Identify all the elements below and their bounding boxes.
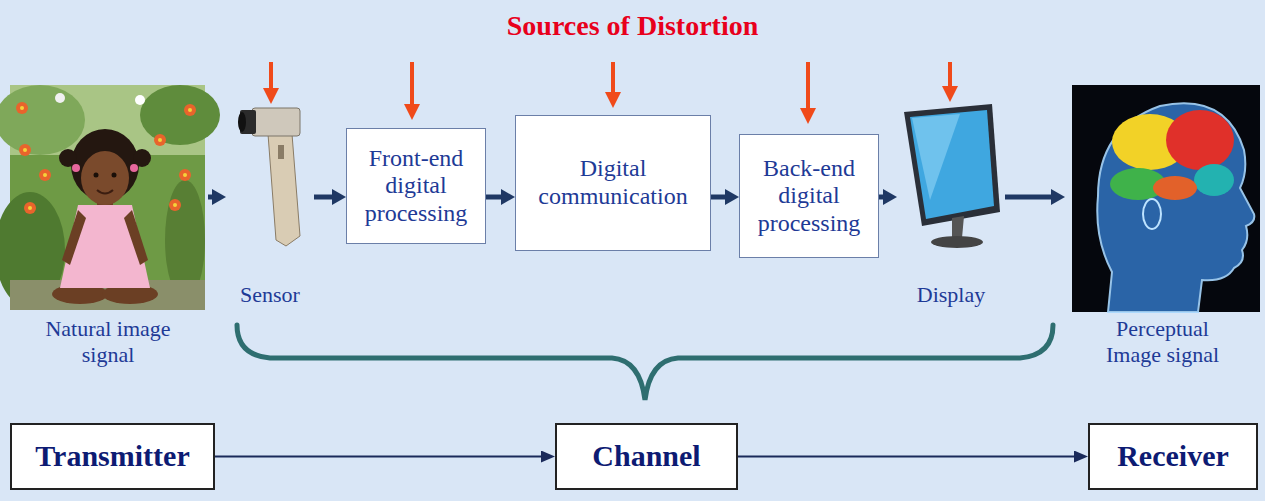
flower [154,134,166,146]
flower [158,138,162,142]
camera-icon [268,134,300,246]
node-label: Back-end digital processing [750,155,868,238]
node-label: Natural image signal [33,316,183,367]
display-icon [912,114,960,200]
flower [188,108,192,112]
distortion-arrow [948,62,952,88]
distortion-arrow [942,86,958,102]
node-label: Display [917,282,985,307]
flow-arrow [879,195,883,200]
flower [20,106,24,110]
distortion-arrow [410,62,414,106]
distortion-arrow [806,62,810,110]
flower [39,169,51,181]
distortion-arrow [605,92,621,108]
girl-photo [60,205,150,288]
flower [43,173,47,177]
flower [169,199,181,211]
system-block: Receiver [1088,423,1258,490]
process-box: Digital communication [515,115,711,251]
brain-head-image [1072,85,1260,312]
flower [179,169,191,181]
title-bar: Sources of Distortion [0,10,1265,42]
girl-photo [0,85,220,310]
display-icon [904,104,1000,226]
natural-image: Natural image signal [8,85,208,367]
node-label: Front-end digital processing [357,145,475,228]
flow-arrow [1005,195,1051,200]
display-icon: Display [897,95,1005,307]
flow-arrow [486,195,501,200]
girl-photo [72,164,80,172]
brain-head-image [1153,176,1197,200]
node-label: Channel [592,439,700,474]
channel-brace [237,325,1053,400]
girl-photo [0,85,85,155]
camera-icon [278,145,284,159]
girl-photo [81,151,129,205]
display-icon [931,236,983,248]
distortion-arrow [611,62,615,94]
flower [28,206,32,210]
flower [135,95,145,105]
display-icon [910,110,994,219]
system-block: Transmitter [10,423,215,490]
display-icon [904,104,1000,248]
brain-head-image [1194,164,1234,196]
distortion-arrow [404,104,420,120]
brain-head-image [1143,199,1161,229]
diagram-title: Sources of Distortion [507,10,758,42]
flower [16,93,196,214]
camera-icon [252,108,300,136]
process-box: Back-end digital processing [739,134,879,258]
camera-icon [238,108,300,246]
node-label: Sensor [240,282,300,307]
node-label: Digital communication [526,155,700,210]
node-label: Perceptual Image signal [1088,316,1238,367]
girl-photo [133,149,151,167]
flow-arrow [314,195,332,200]
flower [19,144,31,156]
node-label: Receiver [1117,439,1229,474]
girl-photo [130,164,138,172]
flower [173,203,177,207]
brain-head-image [1097,103,1254,312]
flow-arrow [208,195,212,200]
node-label: Transmitter [35,439,189,474]
flow-arrow [738,456,1074,458]
girl-photo [97,190,113,194]
flower [24,202,36,214]
girl-photo [94,173,99,178]
process-box: Front-end digital processing [346,128,486,244]
sensor-icon: Sensor [226,95,314,307]
brain-head-image [1166,110,1234,170]
brain-head-image [1072,85,1260,312]
distortion-arrow [269,62,273,90]
flow-arrow [711,195,725,200]
distortion-arrow [800,108,816,124]
flower [184,104,196,116]
flow-arrow [215,456,541,458]
girl-photo [59,149,77,167]
flower [183,173,187,177]
flower [16,102,28,114]
perceptual-image: Perceptual Image signal [1065,85,1260,367]
flower [23,148,27,152]
girl-photo [62,210,86,265]
distortion-arrow [263,88,279,104]
camera-icon [238,112,246,132]
display-icon [952,216,964,238]
flower [55,93,65,103]
system-block: Channel [555,423,738,490]
girl-photo [140,85,220,145]
girl-photo [112,173,117,178]
girl-photo [124,210,148,265]
